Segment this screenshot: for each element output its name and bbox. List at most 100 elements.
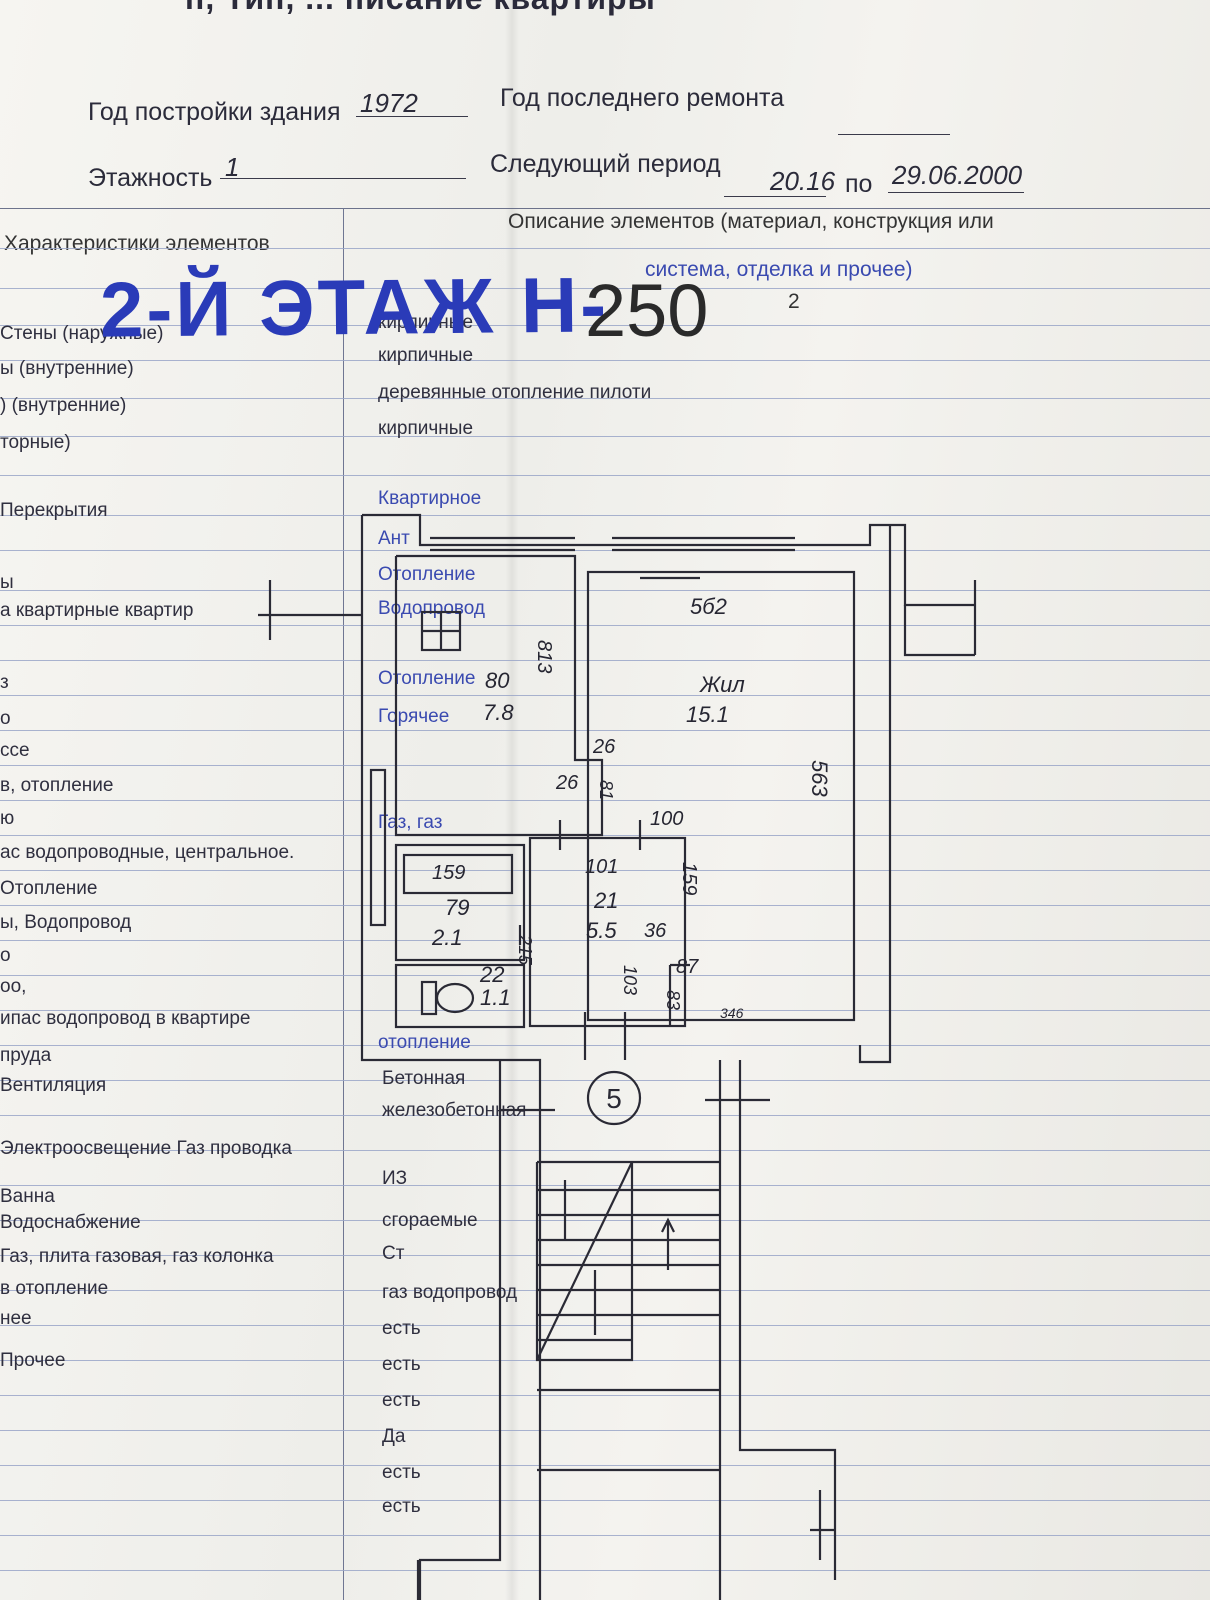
left-label: Перекрытия [0, 500, 108, 521]
ruled-line [0, 1570, 1210, 1571]
middle-label-lower: железобетонная [382, 1100, 527, 1121]
blue-label: Отопление [378, 668, 476, 689]
dimension-label: 103 [620, 965, 640, 996]
floors-underline [220, 178, 466, 179]
ruled-line [0, 660, 1210, 661]
repair-label: Год последнего ремонта [500, 84, 785, 112]
ruled-line [0, 590, 1210, 591]
dimension-label: 81 [596, 780, 616, 801]
ruled-line [0, 1115, 1210, 1116]
ruled-line [0, 515, 1210, 516]
outer-wall-right [858, 525, 892, 1064]
dimension-label: 100 [650, 808, 684, 830]
ruled-line [0, 695, 1210, 696]
middle-label-lower: газ водопровод [382, 1282, 518, 1303]
left-label: нее [0, 1308, 32, 1329]
room-area: 5.5 [586, 918, 617, 943]
ruled-line [0, 1185, 1210, 1186]
ruled-line [0, 1010, 1210, 1011]
ruled-line [0, 1465, 1210, 1466]
dimension-label: 36 [644, 920, 667, 942]
middle-label-lower: есть [382, 1390, 421, 1411]
table-column-divider [343, 208, 344, 1600]
document-title: п, Тип, ... писание квартиры [185, 0, 656, 17]
ruled-line [0, 1045, 1210, 1046]
room-area: 2.1 [432, 925, 463, 950]
ruled-line [0, 1430, 1210, 1431]
middle-label-lower: есть [382, 1318, 421, 1339]
outer-wall-top [362, 513, 975, 607]
stair-number-circle [586, 1070, 642, 1126]
middle-label-lower: есть [382, 1354, 421, 1375]
middle-label-lower: ИЗ [382, 1168, 408, 1189]
left-label: ипас водопровод в квартире [0, 1008, 251, 1029]
blue-label: Ант [378, 528, 410, 549]
left-label: а квартирные квартир [0, 600, 194, 621]
right-column-header-2: система, отделка и прочее) [645, 258, 913, 281]
left-label: Ванна [0, 1186, 55, 1207]
left-label: в отопление [0, 1278, 109, 1299]
ruled-line [0, 550, 1210, 551]
left-label: ы (внутренние) [0, 358, 134, 379]
toilet-tank [420, 980, 438, 1016]
dimension-label: 83 [663, 990, 683, 1011]
left-label: Вентиляция [0, 1075, 107, 1096]
blue-label: Газ, газ [378, 812, 443, 833]
outer-wall-right-stub [903, 605, 975, 657]
period-to-underline [888, 192, 1024, 193]
ruled-line [0, 288, 1210, 289]
room-number: 79 [445, 895, 470, 920]
left-label: ю [0, 808, 15, 829]
ruled-line [0, 1395, 1210, 1396]
left-label: в, отопление [0, 775, 114, 796]
built-underline [356, 116, 468, 117]
room-number: 22 [480, 962, 505, 987]
room-toilet-outline [394, 963, 526, 1029]
ruled-line [0, 1255, 1210, 1256]
ruled-line [0, 835, 1210, 836]
ruled-line [0, 1535, 1210, 1536]
dimension-label: 26 [556, 772, 579, 794]
middle-label-lower: Ст [382, 1243, 405, 1264]
middle-label-lower: сгораемые [382, 1210, 478, 1231]
stair-steps [537, 1188, 720, 1472]
ruled-line [0, 870, 1210, 871]
right-column-header-number: 2 [788, 290, 800, 313]
left-label: Водоснабжение [0, 1212, 141, 1233]
watermark [140, 640, 206, 882]
left-column-header: Характеристики элементов [4, 232, 270, 255]
left-label: о [0, 708, 11, 729]
room-number-living: 5б2 [690, 594, 727, 619]
period-to-label: по [845, 170, 873, 198]
left-label: Стены (наружные) [0, 323, 164, 344]
middle-label: кирпичные [378, 312, 474, 333]
middle-label-lower: есть [382, 1462, 421, 1483]
middle-label: кирпичные [378, 418, 474, 439]
room-number: 80 [485, 668, 510, 693]
left-label: о [0, 945, 11, 966]
ruled-line [0, 398, 1210, 399]
room-area-living: 15.1 [686, 702, 729, 727]
ruled-line [0, 436, 1210, 437]
ruled-line [0, 730, 1210, 731]
dimension-label: 563 [807, 760, 832, 797]
ruled-line [0, 325, 1210, 326]
floor-stamp-number: 250 [585, 269, 709, 352]
middle-label-lower: Бетонная [382, 1068, 466, 1089]
left-label: Электроосвещение Газ проводка [0, 1138, 292, 1159]
dimension-label: 159 [678, 862, 700, 896]
ruled-line [0, 940, 1210, 941]
period-from-underline [724, 196, 826, 197]
left-label: ас водопроводные, центральное. [0, 842, 295, 863]
stair-flight-outline [535, 1162, 634, 1362]
blue-label: отопление [378, 1032, 471, 1053]
right-column-header-1: Описание элементов (материал, конструкци… [508, 210, 994, 233]
room-bath-outline [394, 843, 526, 962]
left-label: Газ, плита газовая, газ колонка [0, 1246, 274, 1267]
left-label: торные) [0, 432, 71, 453]
left-label: ) (внутренние) [0, 395, 127, 416]
room-kitchen-outline [394, 554, 604, 837]
blue-label: Квартирное [378, 488, 482, 509]
room-area: 7.8 [483, 700, 514, 725]
